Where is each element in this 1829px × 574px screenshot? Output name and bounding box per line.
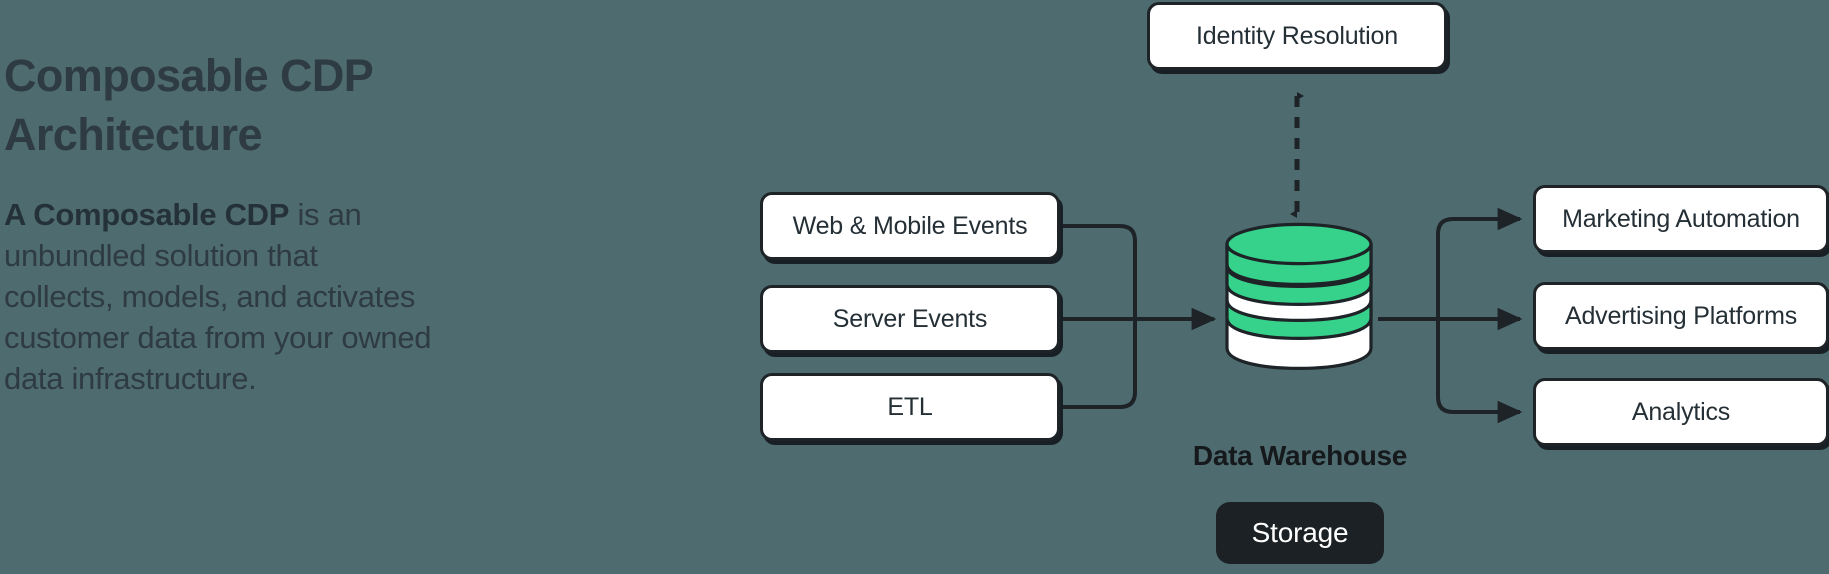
node-advertising-platforms[interactable]: Advertising Platforms: [1533, 282, 1829, 350]
node-server-events[interactable]: Server Events: [760, 285, 1060, 353]
node-marketing-automation[interactable]: Marketing Automation: [1533, 185, 1829, 253]
node-web-mobile-events[interactable]: Web & Mobile Events: [760, 192, 1060, 260]
node-identity-resolution[interactable]: Identity Resolution: [1147, 2, 1447, 70]
node-label: Analytics: [1631, 397, 1731, 426]
intro-rest-text: is an unbundled solution that collects, …: [4, 197, 432, 396]
storage-badge-label: Storage: [1251, 517, 1349, 548]
node-analytics[interactable]: Analytics: [1533, 378, 1829, 446]
inputs-merge-connector: [1063, 224, 1217, 409]
storage-badge[interactable]: Storage: [1216, 502, 1384, 564]
data-warehouse-label: Data Warehouse: [1192, 440, 1408, 471]
intro-lead-phrase: A Composable CDP: [4, 197, 290, 232]
node-label: Web & Mobile Events: [792, 211, 1028, 240]
node-label: Identity Resolution: [1196, 21, 1398, 50]
node-etl[interactable]: ETL: [760, 373, 1060, 441]
page-title: Composable CDP Architecture: [4, 50, 374, 160]
database-cylinder-icon: [1224, 222, 1374, 370]
outputs-fanout-connector: [1378, 207, 1523, 424]
node-label: Server Events: [832, 304, 988, 333]
node-label: Marketing Automation: [1562, 204, 1800, 233]
node-label: Advertising Platforms: [1565, 301, 1797, 330]
intro-paragraph: A Composable CDP is an unbundled solutio…: [4, 164, 434, 399]
node-label: ETL: [887, 392, 933, 421]
intro-text-block: Composable CDP Architecture A Composable…: [4, 46, 434, 399]
